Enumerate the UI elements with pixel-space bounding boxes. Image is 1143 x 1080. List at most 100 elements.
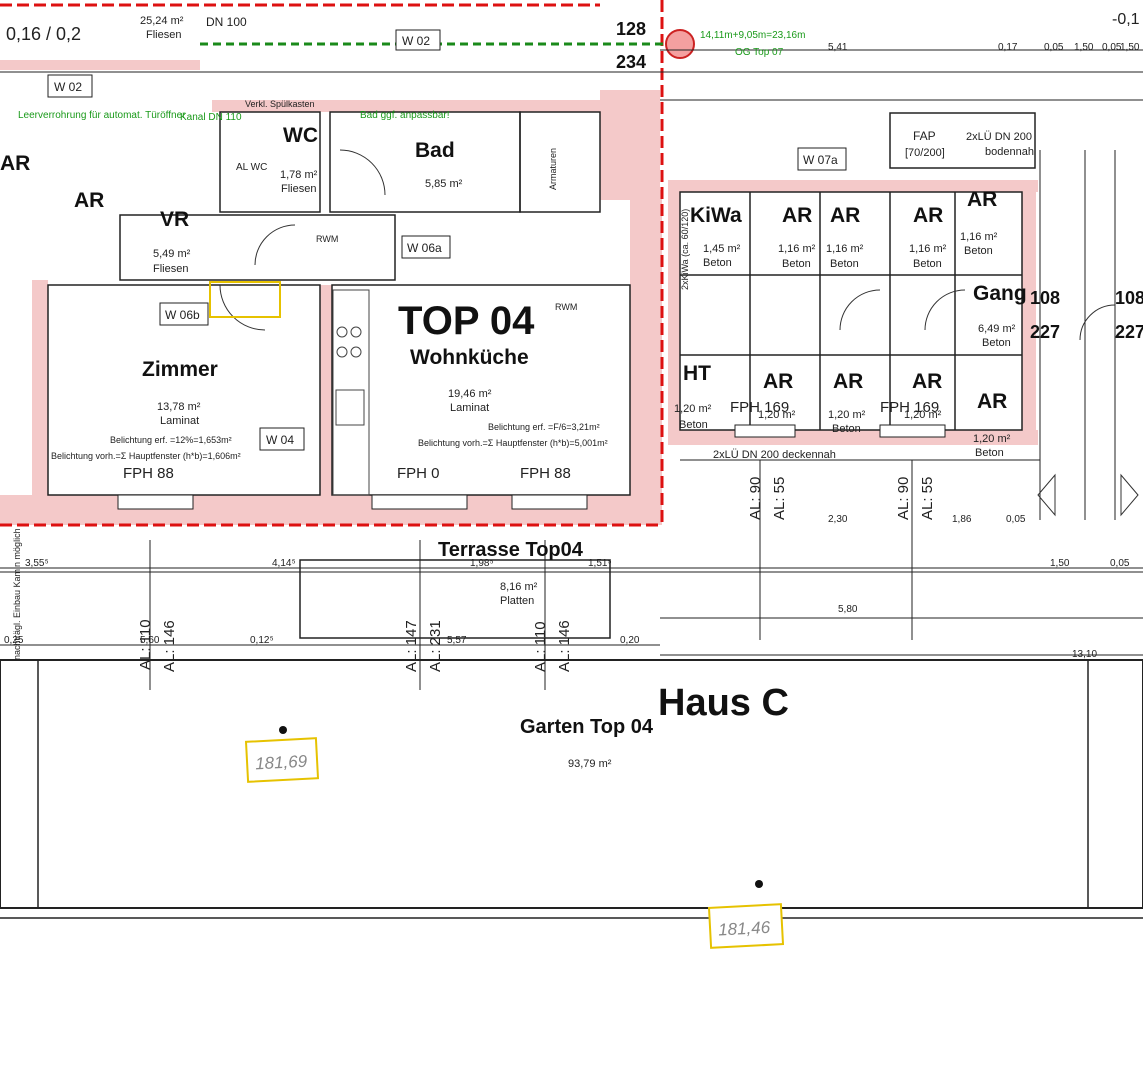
room-area: 6,49 m² bbox=[978, 323, 1016, 335]
ref-code: 234 bbox=[616, 52, 646, 72]
lighting-provided: Belichtung vorh.=Σ Hauptfenster (h*b)=5,… bbox=[418, 438, 608, 448]
top-dim: Fliesen bbox=[146, 29, 181, 41]
storage-area: 1,16 m² bbox=[826, 243, 864, 255]
misc-label: AR bbox=[0, 152, 30, 175]
storage-floor: Beton bbox=[782, 258, 811, 270]
garden-area: 93,79 m² bbox=[568, 758, 612, 770]
note: Kanal DN 110 bbox=[180, 112, 242, 123]
room-area: 13,78 m² bbox=[157, 401, 201, 413]
ref-code: 2xKiWa (ca. 60/120) bbox=[680, 209, 690, 290]
door-code: 227 bbox=[1030, 322, 1060, 342]
dim-value: 5,57 bbox=[447, 635, 467, 646]
terrace-label: Terrasse Top04 bbox=[438, 539, 584, 561]
door-code: 108 bbox=[1115, 288, 1143, 308]
window-tag-box bbox=[259, 427, 305, 451]
storage-name: AR bbox=[912, 370, 942, 393]
room-floor: Beton bbox=[703, 257, 732, 269]
dim-value: 1,50 bbox=[1050, 558, 1070, 569]
room-name: VR bbox=[160, 208, 189, 231]
storage-floor: Beton bbox=[964, 245, 993, 257]
al-label: AL: 147 bbox=[403, 620, 420, 672]
storage-area: 1,16 m² bbox=[909, 243, 947, 255]
storage-name: AR bbox=[833, 370, 863, 393]
kitchen-counter bbox=[332, 289, 370, 496]
room-area: 1,20 m² bbox=[674, 403, 712, 415]
fph-label: FPH 88 bbox=[520, 465, 571, 482]
al-label: AL: 231 bbox=[427, 620, 444, 672]
lighting-required: Belichtung erf. =12%=1,653m² bbox=[110, 435, 232, 445]
dim-value: 4,14⁵ bbox=[272, 558, 296, 569]
door-code: 108 bbox=[1030, 288, 1060, 308]
al-label: AL: 110 bbox=[137, 619, 154, 670]
note: Armaturen bbox=[548, 148, 558, 190]
top-dim: DN 100 bbox=[206, 15, 247, 29]
elevation-stamp-box bbox=[244, 737, 320, 783]
window-tag-box bbox=[395, 29, 441, 51]
terrace-floor: Platten bbox=[500, 595, 534, 607]
room-floor: Beton bbox=[679, 419, 708, 431]
room-floor: Laminat bbox=[450, 402, 489, 414]
note: Bad ggf. anpassbar! bbox=[360, 110, 450, 121]
storage-name: AR bbox=[977, 390, 1007, 413]
dim-value: 5,60 bbox=[140, 635, 160, 646]
note: AL WC bbox=[236, 162, 267, 173]
right-top-dim: 0,05 bbox=[1102, 42, 1122, 53]
vent-label-bottom: 2xLÜ DN 200 deckennah bbox=[713, 449, 836, 461]
window-tag: W 06a bbox=[407, 241, 442, 255]
window-tag: W 04 bbox=[266, 433, 294, 447]
room-name: AR bbox=[74, 189, 104, 212]
dim-value: 0,05 bbox=[1110, 558, 1130, 569]
storage-name: AR bbox=[967, 188, 997, 211]
top-dim: 5,41 bbox=[828, 42, 848, 53]
misc-label: 0,16 / 0,2 bbox=[6, 24, 81, 44]
door-code: 227 bbox=[1115, 322, 1143, 342]
elevation-stamp-box bbox=[209, 281, 281, 318]
al-label: AL: 90 bbox=[895, 477, 912, 520]
al-label: AL: 110 bbox=[532, 621, 549, 672]
room-floor: Laminat bbox=[160, 415, 199, 427]
room-name: HT bbox=[683, 362, 711, 385]
storage-area: 1,20 m² bbox=[973, 433, 1011, 445]
window-sills bbox=[117, 424, 946, 510]
dim-value: 0,20 bbox=[620, 635, 640, 646]
al-label: AL: 146 bbox=[556, 620, 573, 672]
window-tag: W 07a bbox=[803, 153, 838, 167]
storage-name: AR bbox=[830, 204, 860, 227]
garden-label: Garten Top 04 bbox=[520, 716, 654, 738]
note: RWM bbox=[316, 234, 338, 244]
room-area: 1,78 m² bbox=[280, 169, 318, 181]
storage-floor: Beton bbox=[830, 258, 859, 270]
note: Leerverrohrung für automat. Türöffner bbox=[18, 110, 186, 121]
al-label: AL: 90 bbox=[747, 477, 764, 520]
window-tag-box bbox=[47, 74, 93, 98]
elevation-stamp-box bbox=[707, 903, 785, 949]
storage-area: 1,20 m² bbox=[904, 409, 942, 421]
storage-name: AR bbox=[782, 204, 812, 227]
dim-value: 0,12⁵ bbox=[250, 635, 274, 646]
storage-area: 1,20 m² bbox=[828, 409, 866, 421]
right-top-dim: 0,17 bbox=[998, 42, 1018, 53]
dim-value: 1,98⁵ bbox=[470, 558, 494, 569]
dim-value: 0,25 bbox=[4, 635, 24, 646]
house-label: Haus C bbox=[658, 682, 789, 724]
storage-area: 1,20 m² bbox=[758, 409, 796, 421]
elevation-point bbox=[279, 726, 287, 734]
window-tag-box bbox=[401, 235, 451, 259]
dim-value: 1,51⁵ bbox=[588, 558, 612, 569]
elevation-point bbox=[755, 880, 763, 888]
fph-label: FPH 0 bbox=[397, 465, 440, 482]
elevation-value: 181,46 bbox=[718, 918, 771, 940]
top-dim: 25,24 m² bbox=[140, 15, 184, 27]
window-tag-box bbox=[159, 302, 209, 326]
fph-label: FPH 169 bbox=[880, 399, 939, 416]
fph-label: FPH 169 bbox=[730, 399, 789, 416]
storage-area: 1,16 m² bbox=[960, 231, 998, 243]
room-name: Gang bbox=[973, 282, 1027, 305]
room-area: 5,49 m² bbox=[153, 248, 191, 260]
storage-floor: Beton bbox=[832, 423, 861, 435]
fap-label: FAP bbox=[913, 129, 936, 143]
room-floor: Fliesen bbox=[281, 183, 316, 195]
terrace-area: 8,16 m² bbox=[500, 581, 538, 593]
right-top-dim: 0,05 bbox=[1044, 42, 1064, 53]
unit-title: TOP 04 bbox=[398, 299, 535, 343]
